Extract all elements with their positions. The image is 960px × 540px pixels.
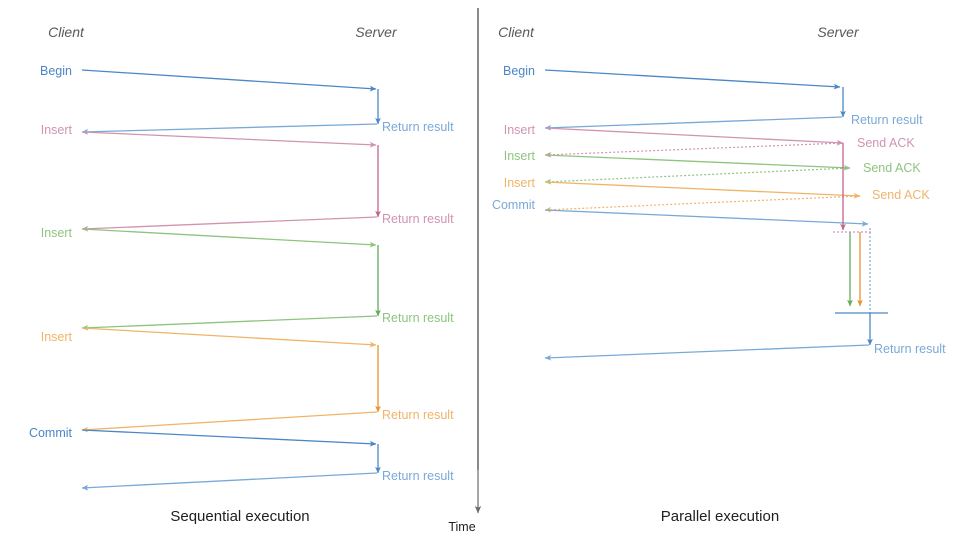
msg-label-right-insert1-ack: Send ACK — [857, 136, 915, 150]
flow-right-insert3-request — [544, 181, 861, 199]
lane-title-server: Server — [817, 24, 860, 40]
flow-left-commit-request — [81, 429, 377, 447]
msg-label-left-insert3-request: Insert — [41, 330, 73, 344]
flow-left-begin-request — [81, 69, 377, 92]
flow-left-insert3-request — [81, 327, 377, 348]
msg-label-right-insert3-request: Insert — [504, 176, 536, 190]
time-axis-label: Time — [448, 520, 475, 534]
msg-label-right-commit-return: Return result — [874, 342, 946, 356]
flow-right-commit-return — [544, 344, 870, 361]
flow-right-insert1-request — [544, 127, 844, 146]
flow-left-insert3-return — [81, 411, 378, 433]
flow-left-insert1-request — [81, 131, 377, 148]
right-message-flows — [544, 69, 888, 361]
flow-right-begin-request — [544, 69, 841, 90]
time-axis: Time — [448, 470, 482, 534]
msg-label-right-begin-request: Begin — [503, 64, 535, 78]
msg-label-left-begin-return: Return result — [382, 120, 454, 134]
flow-right-commit-request — [544, 209, 869, 227]
panel-caption-parallel: Parallel execution — [661, 508, 779, 525]
right-lane-titles: Client Server — [498, 24, 860, 40]
msg-label-left-insert3-return: Return result — [382, 408, 454, 422]
msg-label-right-commit-request: Commit — [492, 198, 536, 212]
msg-label-left-begin-request: Begin — [40, 64, 72, 78]
msg-label-right-insert3-ack: Send ACK — [872, 188, 930, 202]
msg-label-left-insert2-request: Insert — [41, 226, 73, 240]
msg-label-left-insert2-return: Return result — [382, 311, 454, 325]
flow-left-commit-return — [81, 472, 378, 491]
flow-right-insert3-ack — [544, 195, 861, 213]
flow-right-insert1-ack — [544, 142, 844, 158]
flow-left-insert2-return — [81, 315, 378, 331]
left-message-flows — [81, 69, 381, 491]
msg-label-right-insert1-request: Insert — [504, 123, 536, 137]
msg-label-right-insert2-request: Insert — [504, 149, 536, 163]
lane-title-client: Client — [48, 24, 85, 40]
left-lane-titles: Client Server — [48, 24, 398, 40]
msg-label-left-commit-return: Return result — [382, 469, 454, 483]
lane-title-client: Client — [498, 24, 535, 40]
flow-right-insert2-ack — [544, 167, 851, 185]
msg-label-left-insert1-return: Return result — [382, 212, 454, 226]
flow-right-insert2-request — [544, 154, 851, 171]
flow-left-insert2-request — [81, 228, 377, 248]
flow-left-begin-return — [81, 123, 378, 135]
msg-label-right-insert2-ack: Send ACK — [863, 161, 921, 175]
panel-caption-sequential: Sequential execution — [170, 508, 309, 525]
msg-label-left-commit-request: Commit — [29, 426, 73, 440]
msg-label-left-insert1-request: Insert — [41, 123, 73, 137]
lane-title-server: Server — [355, 24, 398, 40]
msg-label-right-begin-return: Return result — [851, 113, 923, 127]
flow-left-insert1-return — [81, 216, 378, 232]
flow-right-begin-return — [544, 116, 843, 131]
